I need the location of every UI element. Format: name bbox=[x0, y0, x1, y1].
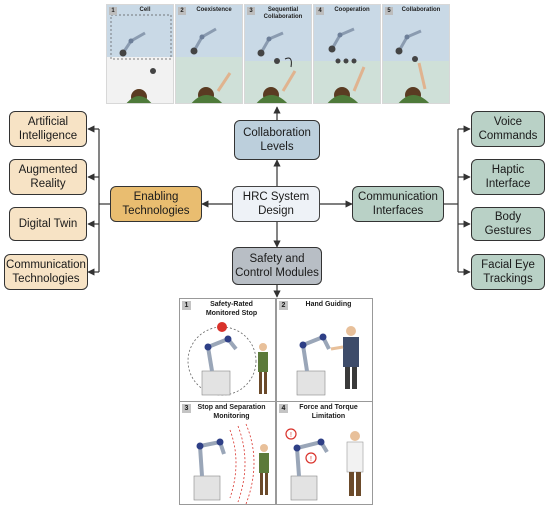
safety-mode-1: 1 Safety-Rated Monitored Stop bbox=[179, 298, 276, 403]
collaboration-level-3: 3 Sequential Collaboration bbox=[244, 4, 312, 104]
safety-mode-3: 3 Stop and Separation Monitoring bbox=[179, 401, 276, 505]
mode-number: 4 bbox=[279, 404, 288, 413]
collaboration-scene-icon bbox=[383, 5, 449, 103]
svg-text:!: ! bbox=[310, 456, 312, 463]
cooperation-scene-icon bbox=[314, 5, 380, 103]
sequential-scene-icon bbox=[245, 5, 311, 103]
mode-title: Force and Torque Limitation bbox=[299, 404, 358, 420]
safety-mode-2: 2 Hand Guiding bbox=[276, 298, 373, 403]
mode-title: Stop and Separation Monitoring bbox=[197, 404, 266, 420]
cell-scene-icon bbox=[107, 5, 173, 103]
mode-title: Hand Guiding bbox=[305, 301, 352, 308]
level-title: Sequential Collaboration bbox=[263, 7, 303, 20]
level-title: Cooperation bbox=[334, 7, 370, 13]
level-number: 3 bbox=[247, 7, 255, 15]
level-number: 2 bbox=[178, 7, 186, 15]
collaboration-level-5: 5 Collaboration bbox=[382, 4, 450, 104]
interface-item-voice-commands: Voice Commands bbox=[471, 111, 545, 147]
svg-text:!: ! bbox=[290, 432, 292, 439]
collaboration-level-4: 4 Cooperation bbox=[313, 4, 381, 104]
hrc-system-design-box: HRC System Design bbox=[232, 186, 320, 222]
mode-number: 3 bbox=[182, 404, 191, 413]
warning-icon bbox=[285, 428, 297, 440]
mode-title: Safety-Rated Monitored Stop bbox=[205, 301, 258, 317]
monitored-stop-scene-icon bbox=[187, 322, 268, 396]
interface-item-haptic-interface: Haptic Interface bbox=[471, 159, 545, 195]
level-title: Collaboration bbox=[401, 7, 441, 13]
enabling-item-communication-technologies: Communication Technologies bbox=[4, 254, 88, 290]
mode-number: 2 bbox=[279, 301, 288, 310]
level-number: 5 bbox=[385, 7, 393, 15]
level-number: 1 bbox=[109, 7, 117, 15]
enabling-item-digital-twin: Digital Twin bbox=[9, 207, 87, 241]
communication-interfaces-box: Communication Interfaces bbox=[352, 186, 444, 222]
safety-control-modules-box: Safety and Control Modules bbox=[232, 247, 322, 285]
interface-item-facial-eye-trackings: Facial Eye Trackings bbox=[471, 254, 545, 290]
coexistence-scene-icon bbox=[176, 5, 242, 103]
stop-icon bbox=[217, 322, 227, 332]
level-title: Coexistence bbox=[196, 7, 232, 13]
force-torque-scene-icon: ! ! bbox=[285, 428, 364, 501]
collaboration-level-1: 1 Cell bbox=[106, 4, 174, 104]
level-title: Cell bbox=[139, 7, 151, 13]
level-number: 4 bbox=[316, 7, 324, 15]
safety-mode-4: ! ! 4 Force and Torque Limitation bbox=[276, 401, 373, 505]
enabling-technologies-box: Enabling Technologies bbox=[110, 186, 202, 222]
mode-number: 1 bbox=[182, 301, 191, 310]
enabling-item-artificial-intelligence: Artificial Intelligence bbox=[9, 111, 87, 147]
enabling-item-augmented-reality: Augmented Reality bbox=[9, 159, 87, 195]
collaboration-level-2: 2 Coexistence bbox=[175, 4, 243, 104]
interface-item-body-gestures: Body Gestures bbox=[471, 207, 545, 241]
hand-guiding-scene-icon bbox=[296, 326, 359, 396]
collaboration-levels-box: Collaboration Levels bbox=[234, 120, 320, 160]
separation-monitoring-scene-icon bbox=[193, 423, 269, 504]
